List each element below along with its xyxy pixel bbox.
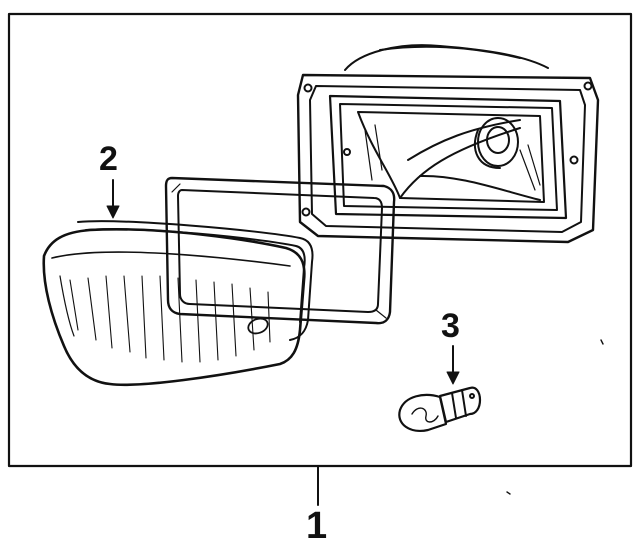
- lamp-housing: [296, 44, 600, 244]
- lens-gasket: [164, 176, 396, 325]
- callout-number-assembly: 1: [306, 505, 328, 547]
- diagram-frame: [7, 12, 633, 468]
- callout-number-bulb: 3: [441, 307, 460, 345]
- bulb: [398, 386, 482, 432]
- callout-3-arrow: [446, 345, 460, 385]
- callout-2-arrow: [106, 179, 120, 219]
- lamp-lens: [42, 220, 314, 387]
- scan-specks: [506, 339, 604, 495]
- callout-number-lens: 2: [99, 140, 118, 178]
